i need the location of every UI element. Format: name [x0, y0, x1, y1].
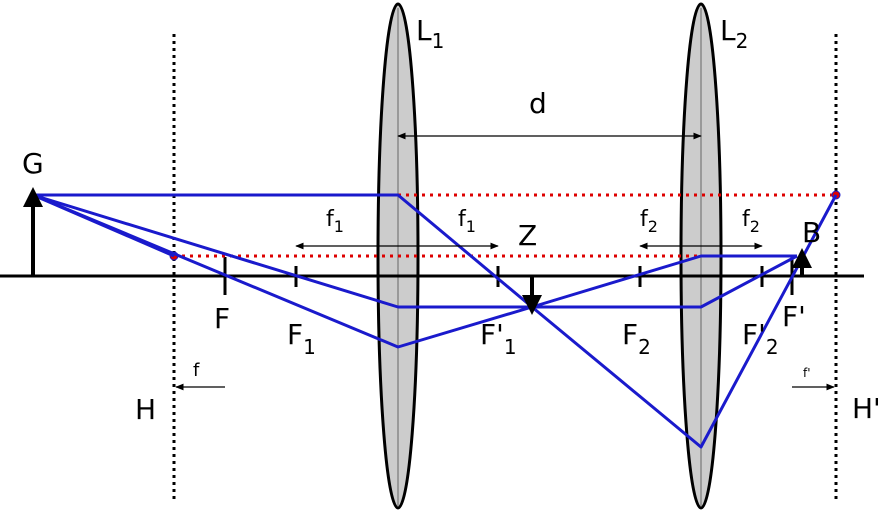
label-f-prime: F': [782, 300, 806, 333]
label-l1: L1: [416, 14, 444, 53]
label-h: H: [135, 393, 156, 426]
label-f1: F1: [287, 318, 316, 359]
label-f2: F2: [622, 318, 651, 359]
construction-lines: [174, 193, 836, 258]
label-h-prime: H': [852, 392, 881, 425]
label-f1-left: f1: [326, 207, 344, 236]
label-f1-right: f1: [458, 207, 476, 236]
label-focal-f-prime: f': [803, 366, 811, 380]
label-f1-prime: F'1: [480, 318, 517, 359]
label-f: F: [214, 302, 230, 335]
label-f2-prime: F'2: [742, 318, 779, 359]
label-z: Z: [518, 219, 537, 252]
ray-equivalent: [32, 193, 175, 258]
label-focal-f: f: [193, 360, 200, 381]
label-l2: L2: [720, 14, 748, 53]
label-g: G: [22, 147, 44, 180]
label-b: B: [802, 216, 821, 249]
label-f2-left: f2: [640, 207, 658, 236]
label-d: d: [529, 87, 547, 120]
label-f2-right: f2: [742, 207, 760, 236]
